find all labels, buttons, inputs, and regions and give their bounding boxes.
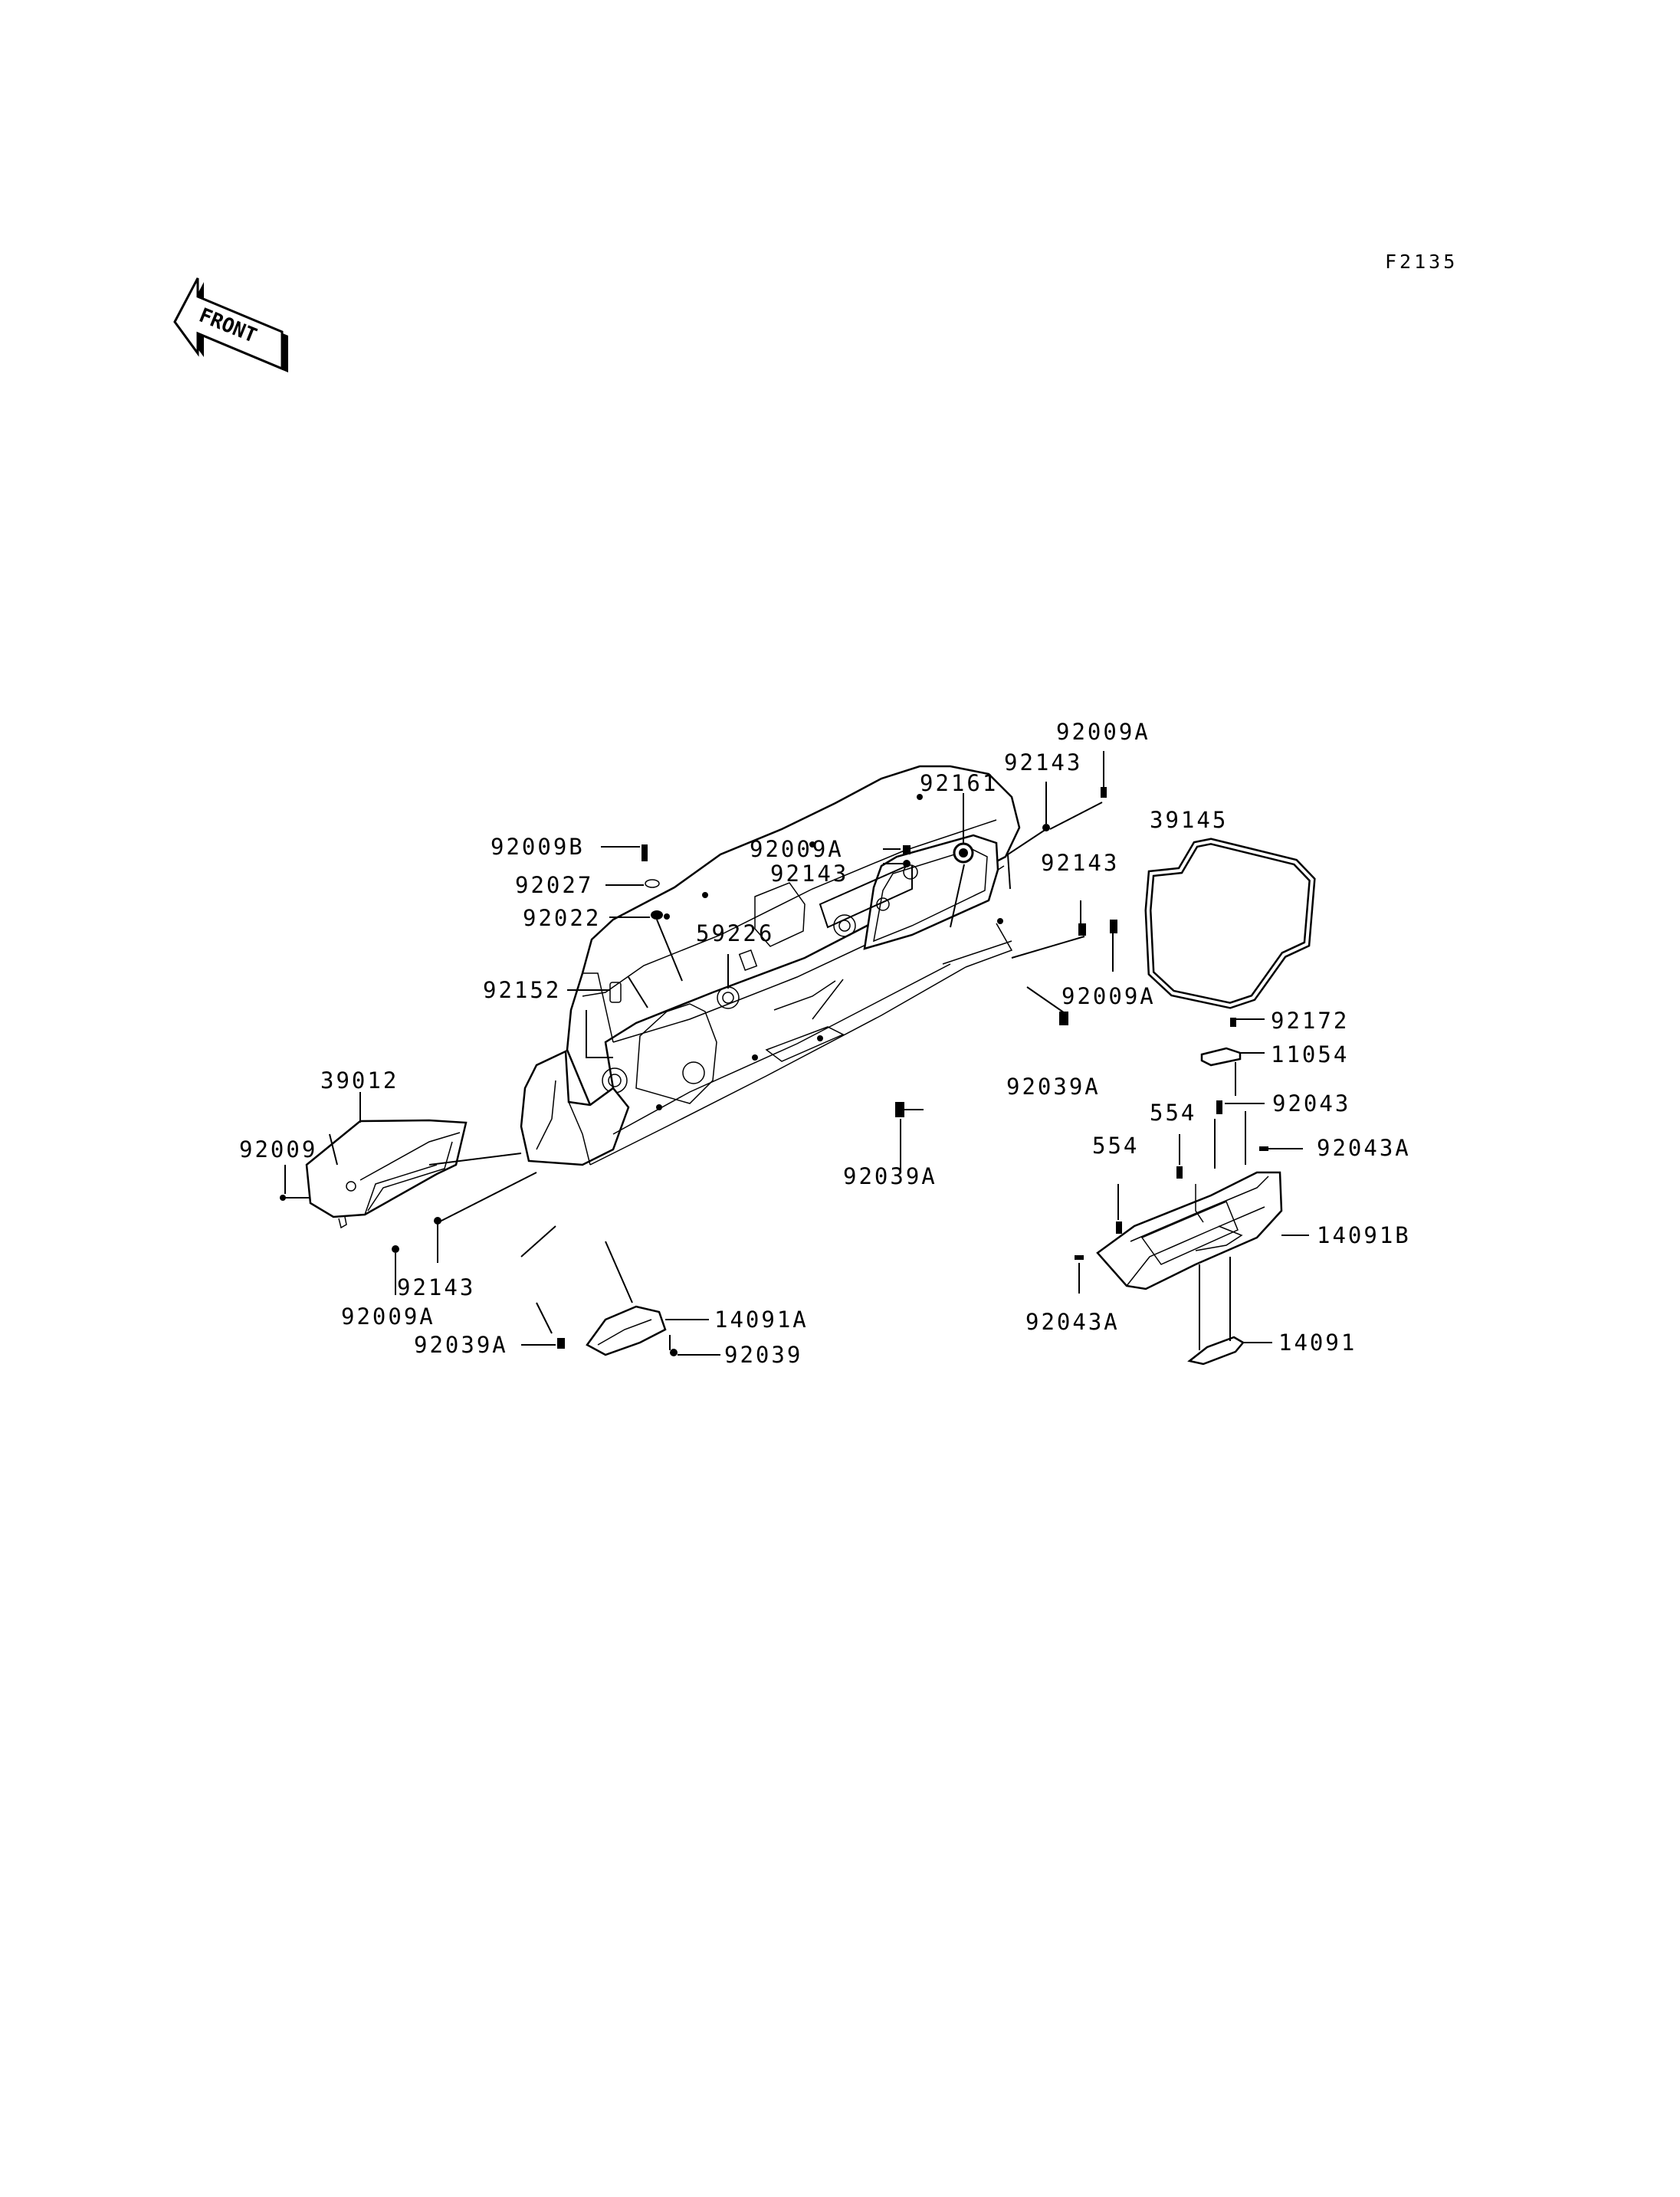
part-labels: 92009A 92143 92161 39145 92009B 92009A 9… bbox=[239, 719, 1411, 1368]
fastener-glyphs bbox=[280, 787, 1268, 1356]
label-92039A-bottom: 92039A bbox=[414, 1332, 508, 1358]
label-59226: 59226 bbox=[696, 920, 774, 946]
label-92152: 92152 bbox=[483, 977, 561, 1003]
label-92009B: 92009B bbox=[491, 834, 585, 860]
label-14091A: 14091A bbox=[714, 1307, 809, 1333]
cover-14091A-part bbox=[586, 1305, 667, 1356]
label-92022: 92022 bbox=[523, 905, 601, 931]
seal-39145-part bbox=[1144, 838, 1316, 1009]
label-14091: 14091 bbox=[1278, 1330, 1357, 1356]
label-92172: 92172 bbox=[1271, 1008, 1349, 1034]
cover-14091-part bbox=[1187, 1336, 1245, 1366]
label-554-b: 554 bbox=[1092, 1133, 1139, 1159]
label-39012: 39012 bbox=[320, 1067, 399, 1094]
label-92009A-bottom: 92009A bbox=[341, 1303, 435, 1330]
label-11054: 11054 bbox=[1271, 1041, 1349, 1067]
label-92043: 92043 bbox=[1272, 1090, 1350, 1117]
label-92039: 92039 bbox=[724, 1342, 802, 1368]
bracket-11054-part bbox=[1200, 1047, 1242, 1067]
label-92043A-right: 92043A bbox=[1317, 1135, 1411, 1161]
tray-14091B-part bbox=[1096, 1171, 1283, 1290]
label-92143-mid: 92143 bbox=[770, 861, 848, 887]
label-92039A-right: 92039A bbox=[1006, 1074, 1101, 1100]
main-frame-part bbox=[520, 765, 1021, 1166]
label-39145: 39145 bbox=[1150, 807, 1228, 833]
front-arrow-icon: FRONT bbox=[173, 277, 288, 372]
label-92143-bottom: 92143 bbox=[397, 1274, 475, 1300]
label-92009A-top: 92009A bbox=[1056, 719, 1150, 745]
label-92027: 92027 bbox=[515, 872, 593, 898]
label-92043A-left: 92043A bbox=[1025, 1309, 1120, 1335]
label-92009A-mid: 92009A bbox=[750, 836, 844, 862]
label-92009: 92009 bbox=[239, 1136, 317, 1162]
leader-lines bbox=[284, 751, 1309, 1356]
label-92039A-mid: 92039A bbox=[843, 1163, 937, 1189]
label-14091B: 14091B bbox=[1317, 1222, 1411, 1248]
label-92161: 92161 bbox=[920, 770, 998, 796]
label-92009A-right: 92009A bbox=[1061, 983, 1156, 1009]
label-92143-right: 92143 bbox=[1041, 850, 1119, 876]
figure-code: F2135 bbox=[1385, 251, 1458, 273]
pocket-39012-part bbox=[305, 1119, 468, 1229]
label-554-a: 554 bbox=[1150, 1100, 1196, 1126]
label-92143-top: 92143 bbox=[1004, 749, 1082, 776]
